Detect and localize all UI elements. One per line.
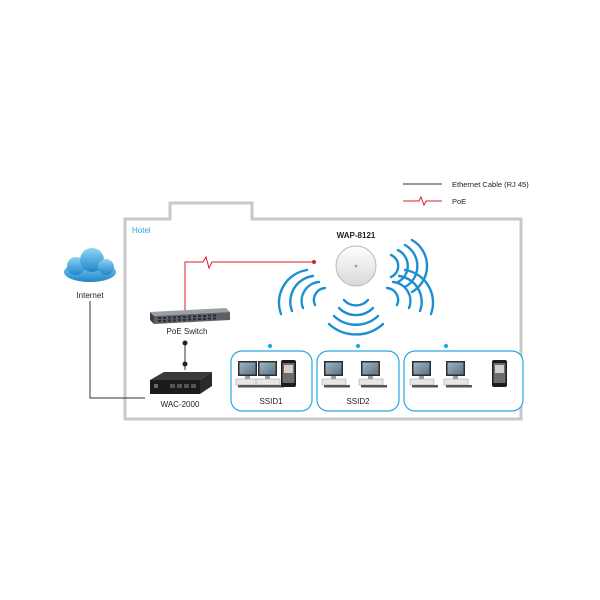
hotel-label: Hotel [132,226,151,235]
wifi-signal-icon [277,238,435,336]
network-switch-icon [150,308,230,324]
ssid-group-3 [403,343,524,412]
desktop-computer-icon [443,361,472,388]
ssid-group-2: SSID2 [316,343,400,412]
poe-legend-label: PoE [452,197,466,206]
poe-switch-label: PoE Switch [167,327,208,336]
desktop-computer-icon [358,361,387,388]
internet-ethernet-cable [89,301,145,399]
cable-connector-dot [182,340,188,346]
internet-label: Internet [76,291,104,300]
poe-legend-line [403,195,442,207]
poe-connector-dot [312,260,316,264]
ceiling-access-point-icon [335,245,377,287]
ssid-label: SSID1 [259,397,283,406]
smartphone-icon [492,360,507,387]
ssid-label: SSID2 [346,397,370,406]
wifi-dot-icon [355,343,361,349]
desktop-computer-icon [321,361,350,388]
controller-appliance-icon [150,372,212,394]
controller-label: WAC-2000 [161,400,200,409]
poe-cable [184,255,314,310]
cloud-icon [64,248,116,282]
wifi-dot-icon [443,343,449,349]
access-point-label: WAP-8121 [337,231,376,240]
wifi-dot-icon [267,343,273,349]
desktop-computer-icon [255,361,284,388]
ethernet-legend-label: Ethernet Cable (RJ 45) [452,180,529,189]
desktop-computer-icon [409,361,438,388]
legend: Ethernet Cable (RJ 45) PoE [403,180,529,207]
smartphone-icon [281,360,296,387]
desktop-computer-icon [235,361,264,388]
ssid-group-1: SSID1 [230,343,313,412]
cable-connector-dot [182,361,188,367]
